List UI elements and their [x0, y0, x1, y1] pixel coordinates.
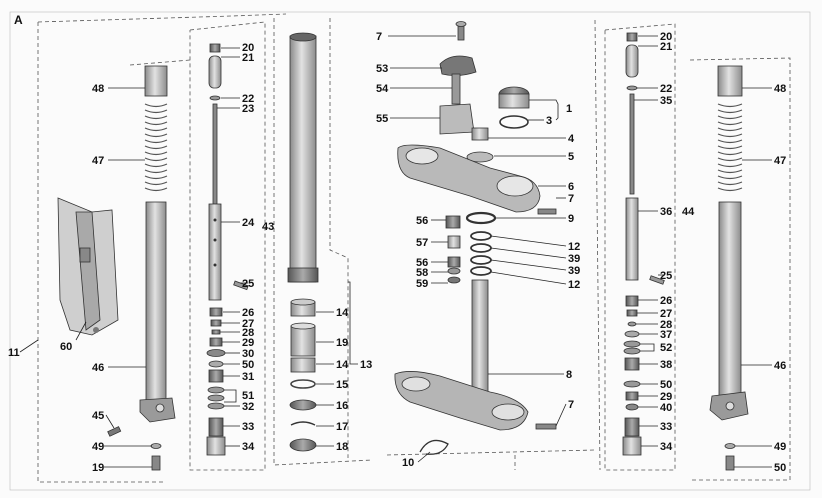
callout-6: 6: [568, 181, 574, 193]
callout-27-right: 27: [660, 308, 672, 320]
callout-28-left: 28: [242, 327, 254, 339]
callout-13: 13: [360, 359, 372, 371]
callout-21-left: 21: [242, 52, 254, 64]
callout-55: 55: [376, 113, 388, 125]
callout-36: 36: [660, 206, 672, 218]
group-outlines: [37, 13, 791, 483]
callout-22-left: 22: [242, 93, 254, 105]
left-fork-leg: [57, 65, 176, 423]
callout-26-right: 26: [660, 295, 672, 307]
callout-10: 10: [402, 457, 414, 469]
callout-51: 51: [242, 390, 254, 402]
callout-43: 45: [92, 410, 104, 422]
callout-29-left: 29: [242, 337, 254, 349]
callout-22-right: 22: [660, 83, 672, 95]
callout-49: 50: [774, 462, 786, 474]
callout-38: 38: [660, 359, 672, 371]
callout-12-bottom: 12: [568, 279, 580, 291]
callout-48-left: 49: [92, 441, 104, 453]
callout-30: 30: [242, 348, 254, 360]
callout-34-left: 34: [242, 441, 255, 453]
callout-21-right: 21: [660, 41, 672, 53]
left-internal-parts: [107, 43, 249, 471]
callout-18: 18: [336, 441, 348, 453]
callout-41: 43: [262, 221, 274, 233]
callout-7-bottom: 7: [568, 399, 574, 411]
callout-31: 31: [242, 371, 254, 383]
callout-28-right: 28: [660, 319, 672, 331]
callout-40: 40: [660, 402, 672, 414]
callout-27-left: 27: [242, 318, 254, 330]
callout-54: 54: [376, 83, 389, 95]
callout-60: 60: [60, 341, 72, 353]
callout-39-bottom: 39: [568, 265, 580, 277]
callout-44: 46: [92, 362, 104, 374]
callout-32: 32: [242, 401, 254, 413]
callout-5: 5: [568, 151, 574, 163]
callout-48-right: 49: [774, 441, 786, 453]
callout-24: 24: [242, 217, 255, 229]
callout-3: 3: [546, 115, 552, 127]
callout-8: 8: [566, 369, 572, 381]
callout-17: 17: [336, 421, 348, 433]
center-fork-tube: [287, 32, 319, 452]
callout-52: 52: [660, 342, 672, 354]
callout-50-right: 50: [660, 379, 672, 391]
callout-20-left: 20: [242, 42, 254, 54]
callout-7-mid: 7: [568, 193, 574, 205]
callout-labels: 48 47 46 60 11 45 49 19 20 21 22 23 24 4…: [8, 31, 786, 474]
callout-11: 11: [8, 347, 20, 359]
callout-42: 44: [682, 206, 695, 218]
right-internal-parts: [622, 32, 665, 456]
callout-58: 58: [416, 267, 428, 279]
callout-12-top: 12: [568, 241, 580, 253]
right-fork-leg: [709, 65, 749, 471]
callout-14-bottom: 14: [336, 359, 349, 371]
callout-9: 9: [568, 213, 574, 225]
callout-26-left: 26: [242, 307, 254, 319]
callout-16: 16: [336, 400, 348, 412]
triple-clamp-assembly: [394, 21, 557, 455]
callout-46-left: 47: [92, 155, 104, 167]
callout-33-left: 33: [242, 421, 254, 433]
corner-label: A: [14, 13, 23, 27]
callout-53: 53: [376, 63, 388, 75]
callout-57: 57: [416, 237, 428, 249]
callout-50-left: 50: [242, 359, 254, 371]
callout-56-top: 56: [416, 215, 428, 227]
callout-1: 1: [566, 103, 572, 115]
callout-39-top: 39: [568, 253, 580, 265]
callout-37: 37: [660, 329, 672, 341]
leader-lines: [19, 35, 772, 468]
callout-47-left: 48: [92, 83, 104, 95]
callout-14-top: 14: [336, 307, 349, 319]
callout-59: 59: [416, 278, 428, 290]
callout-15: 15: [336, 379, 348, 391]
callout-47-right: 48: [774, 83, 786, 95]
callout-25-right: 25: [660, 270, 672, 282]
callout-35: 35: [660, 95, 672, 107]
callout-23: 23: [242, 103, 254, 115]
callout-56-bottom: 56: [416, 257, 428, 269]
callout-25-left: 25: [242, 278, 254, 290]
callout-7-top: 7: [376, 31, 382, 43]
callout-34-right: 34: [660, 441, 673, 453]
callout-4: 4: [568, 133, 575, 145]
callout-20-right: 20: [660, 31, 672, 43]
diagram-border: [9, 11, 811, 491]
callout-46-right: 47: [774, 155, 786, 167]
callout-45: 46: [774, 360, 786, 372]
callout-19-center: 19: [336, 337, 348, 349]
callout-19-left: 19: [92, 462, 104, 474]
callout-29-right: 29: [660, 391, 672, 403]
callout-33-right: 33: [660, 421, 672, 433]
